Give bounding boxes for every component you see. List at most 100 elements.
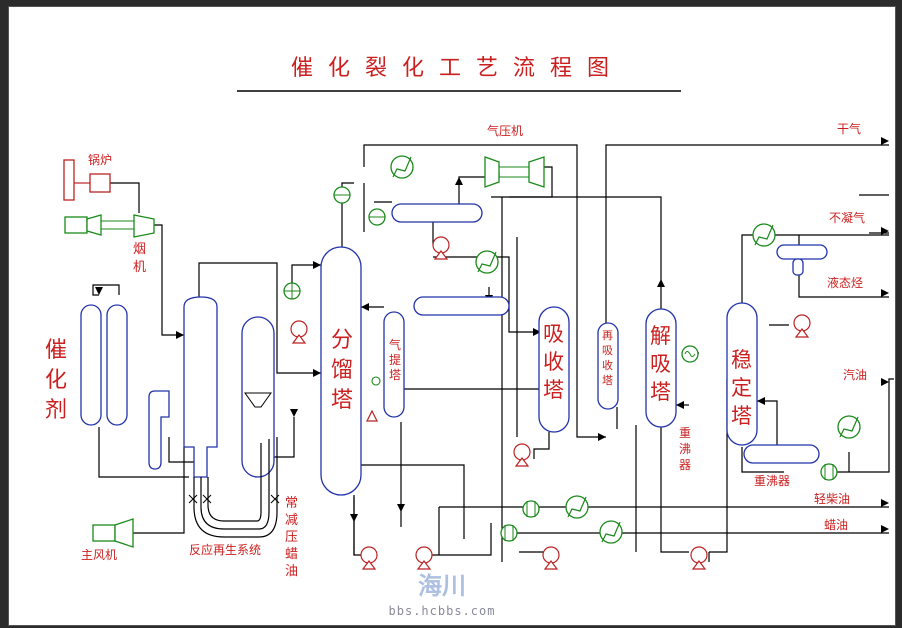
pump-icon: [360, 546, 378, 570]
heater-icon: [681, 345, 699, 363]
cooler-icon: [599, 520, 623, 544]
label-line: 吸: [543, 322, 564, 346]
desorber-label: 解吸塔: [650, 324, 671, 404]
label-line: 解: [650, 324, 671, 348]
regenerator: [241, 316, 275, 478]
pump-icon: [513, 443, 531, 467]
fractionator-label: 分馏塔: [331, 328, 353, 413]
reboiler-2: [743, 444, 820, 464]
wax-oil-label: 蜡油: [824, 518, 848, 532]
pumps: [290, 236, 811, 570]
label-line: 塔: [543, 378, 564, 402]
fractionator: [320, 246, 362, 496]
cooler-icon: [475, 250, 499, 274]
catalyst-hopper-right: [106, 304, 128, 426]
overhead-drum: [391, 203, 483, 223]
gasoline-label: 汽油: [843, 367, 867, 382]
gas-compressor-icon: [484, 156, 545, 188]
label-line: 馏: [331, 358, 353, 383]
pump-icon: [432, 236, 450, 260]
exchanger-icon: [820, 463, 838, 481]
exchanger-icon: [500, 524, 518, 542]
label-line: 减: [285, 513, 298, 528]
exchanger-icon: [522, 500, 540, 518]
label-line: 收: [543, 350, 564, 374]
cooler-icon: [390, 155, 414, 179]
light-diesel-label: 轻柴油: [814, 492, 850, 506]
process-flow-diagram: 催 化 裂 化 工 艺 流 程 图: [45, 56, 894, 618]
label-line: 剂: [45, 398, 67, 423]
label-line: 蜡: [285, 547, 298, 562]
reflux-drum: [413, 296, 510, 316]
absorber: [538, 306, 570, 433]
label-line: 分: [331, 328, 353, 353]
label-line: 催: [45, 338, 67, 363]
reactor-system-label: 反应再生系统: [189, 542, 261, 557]
reabsorber: [597, 322, 619, 410]
main-blower-icon: [92, 518, 134, 548]
boiler: [63, 159, 111, 201]
desorber: [645, 308, 677, 428]
label-line: 收: [602, 358, 613, 372]
label-line: 机: [133, 260, 146, 275]
label-line: 塔: [650, 380, 671, 404]
flue-gas-machine-label: 烟机: [133, 242, 146, 275]
watermark-logo: 海川: [418, 572, 466, 600]
label-line: 再: [602, 329, 613, 342]
label-line: 重: [679, 426, 691, 440]
pump-icon: [793, 314, 811, 338]
label-line: 化: [45, 368, 67, 393]
label-line: 吸: [602, 344, 613, 357]
pump-icon: [542, 546, 560, 570]
label-line: 气: [389, 337, 401, 352]
label-line: 塔: [389, 368, 401, 382]
flow-arrows: [95, 137, 889, 533]
label-line: 塔: [731, 404, 752, 428]
boiler-label: 锅炉: [88, 152, 112, 167]
reactor: [183, 296, 218, 478]
pump-icon: [690, 546, 708, 570]
valves: [188, 494, 280, 504]
label-line: 定: [731, 376, 752, 400]
stabilizer-label: 稳定塔: [731, 348, 752, 428]
label-line: 稳: [731, 348, 752, 372]
pump-icon: [290, 320, 308, 344]
noncond-gas-label: 不凝气: [829, 210, 865, 225]
reboiler-1-label: 重沸器: [679, 426, 691, 472]
cooler-icon: [752, 223, 776, 247]
catalyst-label: 催化剂: [45, 338, 67, 423]
label-line: 烟: [133, 242, 146, 257]
heat-exchangers: [283, 155, 861, 544]
diagram-title: 催 化 裂 化 工 艺 流 程 图: [291, 56, 613, 81]
diagram-canvas: 催 化 裂 化 工 艺 流 程 图: [8, 6, 896, 626]
absorber-label: 吸收塔: [543, 322, 564, 402]
labels: 锅炉 烟机 催化剂 主风机 反应再生系统 常减压蜡油 分馏塔 气提塔 气压机 吸…: [45, 121, 867, 579]
stripper: [383, 311, 405, 418]
watermark-url: bbs.hcbbs.com: [389, 604, 496, 618]
catalyst-hopper-left: [80, 304, 102, 426]
cooler-icon: [837, 415, 861, 439]
vessels: [80, 203, 828, 538]
label-line: 塔: [602, 374, 613, 387]
flue-gas-turbine-icon: [64, 214, 155, 238]
vacuum-wax-label: 常减压蜡油: [285, 496, 298, 579]
label-line: 油: [285, 564, 298, 579]
compressor-label: 气压机: [487, 123, 523, 138]
label-line: 压: [285, 530, 298, 545]
label-line: 器: [679, 458, 691, 472]
main-blower-label: 主风机: [81, 548, 117, 562]
reactor-stripper: [148, 390, 170, 470]
exchanger-icon: [368, 208, 386, 226]
lpg-label: 液态烃: [827, 275, 863, 290]
reboiler-2-label: 重沸器: [754, 474, 790, 488]
label-line: 提: [389, 352, 401, 367]
stripper-label: 气提塔: [389, 337, 401, 382]
label-line: 吸: [650, 352, 671, 376]
stabilizer-drum: [776, 244, 828, 260]
label-line: 常: [285, 496, 298, 511]
label-line: 沸: [679, 442, 691, 456]
exchanger-icon: [333, 186, 351, 204]
pump-icon: [415, 546, 433, 570]
reabsorber-label: 再吸收塔: [602, 329, 613, 387]
label-line: 塔: [331, 388, 353, 413]
